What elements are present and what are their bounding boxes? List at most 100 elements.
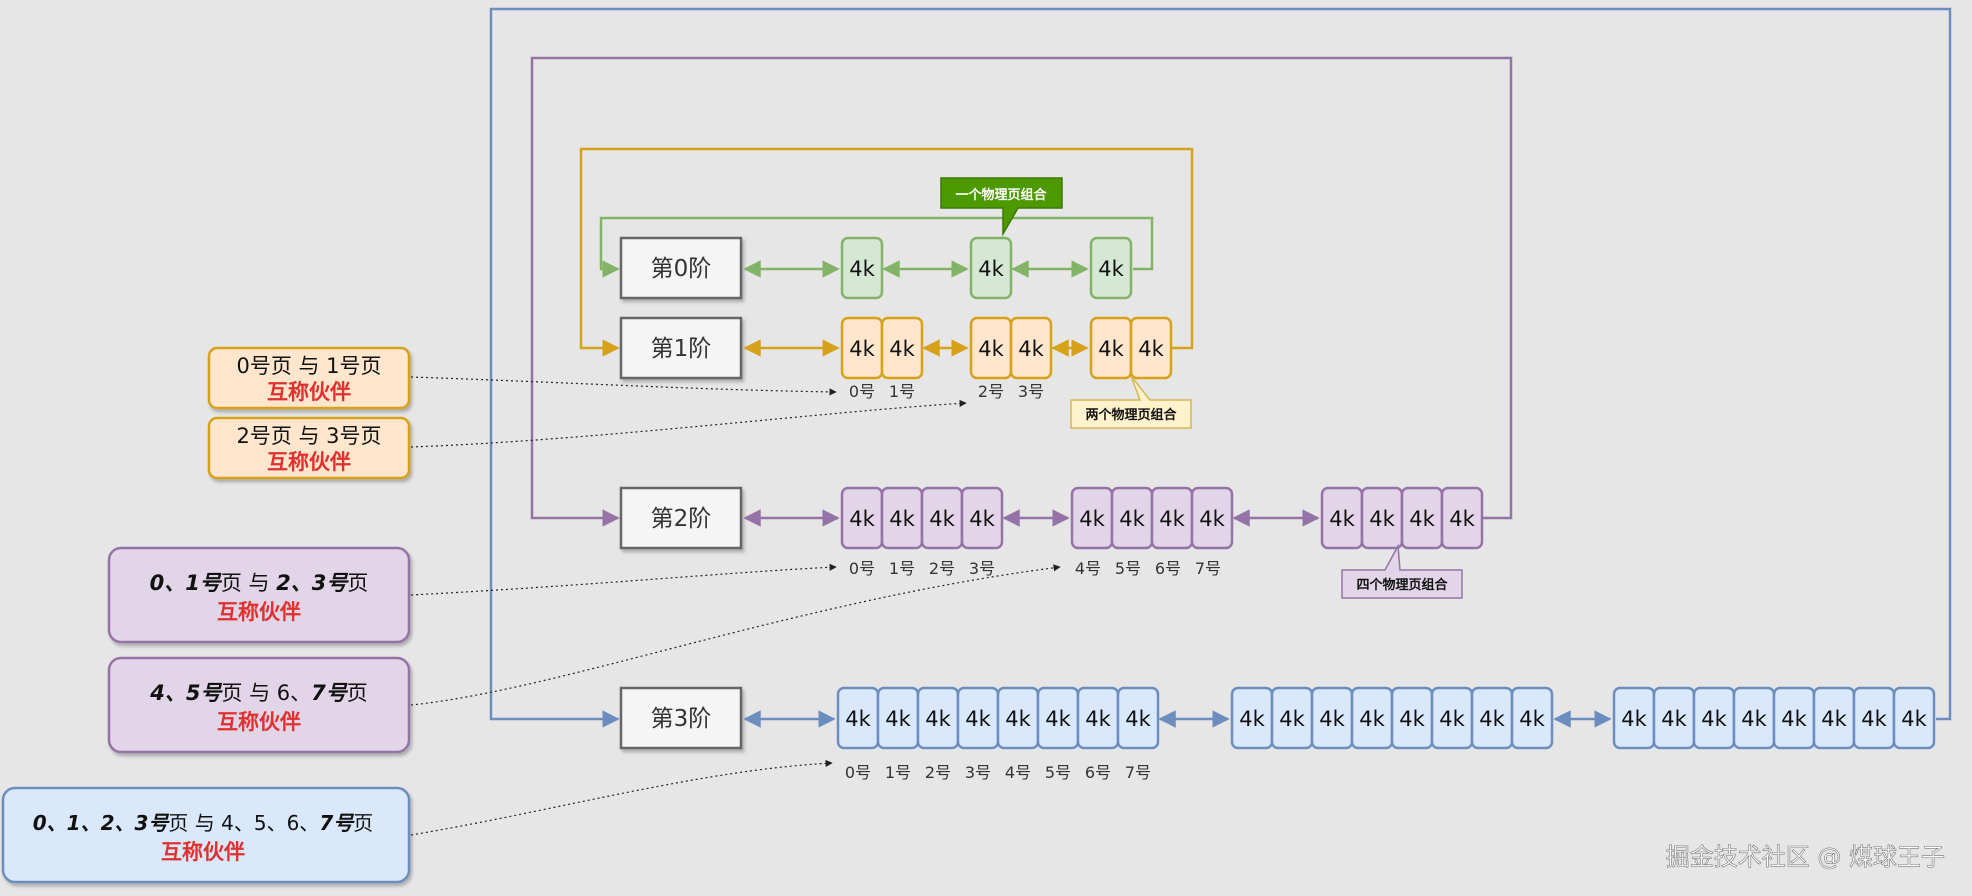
page-cell-order3: 4k: [1036, 686, 1080, 750]
note-buddy-0123-4567-line2: 互称伙伴: [161, 840, 245, 864]
page-cell-label: 4k: [1279, 707, 1305, 731]
page-number-label: 3号: [1018, 382, 1044, 401]
page-cell-label: 4k: [1098, 337, 1124, 361]
page-number-label: 6号: [1155, 559, 1181, 578]
callout-four-pages-text: 四个物理页组合: [1356, 577, 1448, 593]
page-cell-order3: 4k: [956, 686, 1000, 750]
order3-label-box: 第3阶: [619, 686, 743, 750]
page-cell-order2: 4k: [1070, 486, 1114, 550]
note-buddy-0-1-line2: 互称伙伴: [267, 380, 351, 404]
page-number-label: 1号: [885, 763, 911, 782]
page-cell-order2: 4k: [960, 486, 1004, 550]
page-number-label: 3号: [969, 559, 995, 578]
callout-four-pages: 四个物理页组合: [1341, 543, 1463, 599]
page-number-label: 7号: [1125, 763, 1151, 782]
order0-loop-line: [599, 216, 1154, 278]
page-cell-order3: 4k: [1076, 686, 1120, 750]
pointer-45-67: [410, 564, 1061, 706]
callout-one-page-text: 一个物理页组合: [955, 187, 1047, 203]
order1-label-box: 第1阶: [619, 316, 743, 380]
page-number-label: 1号: [889, 559, 915, 578]
callout-one-page: 一个物理页组合: [940, 177, 1063, 237]
note-buddy-2-3-line2: 互称伙伴: [267, 450, 351, 474]
callout-two-pages-text: 两个物理页组合: [1085, 407, 1177, 423]
page-cell-label: 4k: [1449, 507, 1475, 531]
page-cell-order3: 4k: [876, 686, 920, 750]
page-number-label: 2号: [978, 382, 1004, 401]
page-number-label: 0号: [849, 382, 875, 401]
page-cell-order3: 4k: [1692, 686, 1736, 750]
page-cell-label: 4k: [978, 337, 1004, 361]
page-cell-order2: 4k: [1360, 486, 1404, 550]
page-cell-order0: 4k: [969, 236, 1013, 300]
page-cell-order0: 4k: [1089, 236, 1133, 300]
page-cell-label: 4k: [929, 507, 955, 531]
page-cell-label: 4k: [849, 337, 875, 361]
page-cell-order2: 4k: [840, 486, 884, 550]
page-cell-order2: 4k: [1440, 486, 1484, 550]
page-cell-order1: 4k: [969, 316, 1013, 380]
page-cell-label: 4k: [1359, 707, 1385, 731]
page-cell-order2: 4k: [880, 486, 924, 550]
page-cell-order3: 4k: [1350, 686, 1394, 750]
page-cell-order3: 4k: [996, 686, 1040, 750]
page-cell-label: 4k: [1661, 707, 1687, 731]
page-number-label: 3号: [965, 763, 991, 782]
page-cell-label: 4k: [1701, 707, 1727, 731]
page-cell-label: 4k: [978, 257, 1004, 281]
page-cell-order3: 4k: [1470, 686, 1514, 750]
page-cell-label: 4k: [1399, 707, 1425, 731]
note-buddy-45-67: 4、5号页 与 6、7号页 互称伙伴: [107, 656, 411, 754]
page-cell-label: 4k: [925, 707, 951, 731]
page-cell-label: 4k: [1018, 337, 1044, 361]
note-buddy-0123-4567: 0、1、2、3号页 与 4、5、6、7号页 互称伙伴: [1, 786, 411, 884]
page-cell-order2: 4k: [1110, 486, 1154, 550]
page-cell-label: 4k: [889, 507, 915, 531]
page-cell-order1: 4k: [840, 316, 884, 380]
page-cell-label: 4k: [1741, 707, 1767, 731]
page-cell-label: 4k: [1138, 337, 1164, 361]
page-cell-label: 4k: [889, 337, 915, 361]
page-cell-label: 4k: [969, 507, 995, 531]
page-cell-label: 4k: [1199, 507, 1225, 531]
page-cell-label: 4k: [1781, 707, 1807, 731]
page-cell-order1: 4k: [1129, 316, 1173, 380]
page-cell-order3: 4k: [1812, 686, 1856, 750]
page-cell-label: 4k: [1821, 707, 1847, 731]
page-cell-order3: 4k: [836, 686, 880, 750]
page-number-label: 4号: [1005, 763, 1031, 782]
page-cell-label: 4k: [849, 507, 875, 531]
page-cell-label: 4k: [1045, 707, 1071, 731]
page-number-label: 4号: [1075, 559, 1101, 578]
page-cell-order2: 4k: [920, 486, 964, 550]
page-cell-label: 4k: [1519, 707, 1545, 731]
page-cell-order3: 4k: [1270, 686, 1314, 750]
page-cell-label: 4k: [1901, 707, 1927, 731]
page-cell-order3: 4k: [1430, 686, 1474, 750]
page-cell-order3: 4k: [1116, 686, 1160, 750]
order2-label: 第2阶: [651, 506, 712, 532]
page-cell-order1: 4k: [1009, 316, 1053, 380]
page-cell-order3: 4k: [1510, 686, 1554, 750]
order0-label: 第0阶: [651, 256, 712, 282]
page-cell-label: 4k: [1319, 707, 1345, 731]
note-buddy-0-1: 0号页 与 1号页 互称伙伴: [207, 346, 411, 410]
page-cell-order2: 4k: [1190, 486, 1234, 550]
page-cell-label: 4k: [1079, 507, 1105, 531]
page-cell-label: 4k: [1861, 707, 1887, 731]
note-buddy-45-67-line2: 互称伙伴: [217, 710, 301, 734]
note-buddy-2-3-line1: 2号页 与 3号页: [236, 424, 381, 448]
note-buddy-45-67-line1: 4、5号页 与 6、7号页: [149, 681, 368, 705]
watermark: 掘金技术社区 @ 煤球王子: [1666, 843, 1945, 871]
page-cell-label: 4k: [1239, 707, 1265, 731]
page-cell-label: 4k: [849, 257, 875, 281]
page-number-label: 0号: [845, 763, 871, 782]
page-cell-order3: 4k: [1732, 686, 1776, 750]
page-cell-order2: 4k: [1320, 486, 1364, 550]
page-cell-label: 4k: [965, 707, 991, 731]
page-cell-order3: 4k: [1652, 686, 1696, 750]
page-number-label: 5号: [1115, 559, 1141, 578]
page-number-label: 0号: [849, 559, 875, 578]
order1-label: 第1阶: [651, 336, 712, 362]
